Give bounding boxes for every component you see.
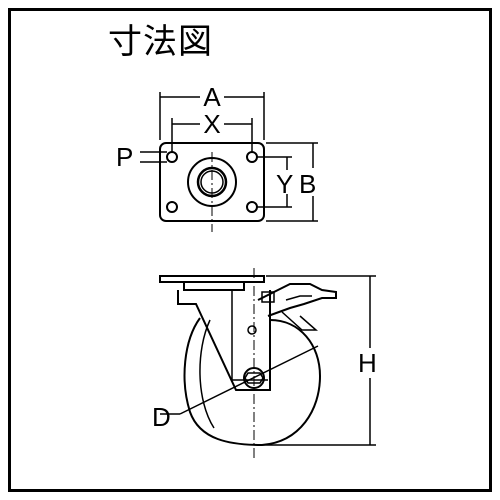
label-a: A: [203, 82, 221, 112]
axle-hex: [244, 372, 264, 384]
bolt-hole-top-right: [246, 151, 258, 163]
label-p: P: [116, 142, 133, 172]
label-d: D: [152, 402, 171, 432]
bolt-hole-bottom-left: [166, 201, 178, 213]
swivel-housing: [183, 281, 245, 291]
dimension-x: [171, 118, 253, 152]
label-y: Y: [276, 169, 293, 199]
dimension-p: [140, 151, 167, 163]
kingpin-rivet: [247, 325, 257, 335]
diagram-title: 寸法図: [108, 22, 213, 62]
wheel-tread-line: [199, 319, 215, 429]
fork-body: [177, 290, 271, 391]
dimension-d: [160, 345, 319, 415]
label-x: X: [203, 109, 220, 139]
brake-lever: [257, 283, 337, 317]
dimension-b: [266, 142, 318, 222]
label-b: B: [299, 169, 316, 199]
side-caster-view: [159, 275, 337, 447]
dimension-h: [262, 275, 376, 446]
brake-pad: [281, 311, 318, 331]
diagram-frame: [8, 8, 492, 492]
label-h: H: [358, 348, 377, 378]
wheel-outline: [183, 317, 322, 447]
fork-inner: [231, 290, 268, 381]
bolt-hole-top-left: [166, 151, 178, 163]
brake-pivot: [261, 291, 275, 303]
dimension-y: [257, 156, 292, 208]
dimension-a: [159, 92, 265, 140]
brake-lever-detail: [285, 295, 312, 301]
bolt-hole-bottom-right: [246, 201, 258, 213]
